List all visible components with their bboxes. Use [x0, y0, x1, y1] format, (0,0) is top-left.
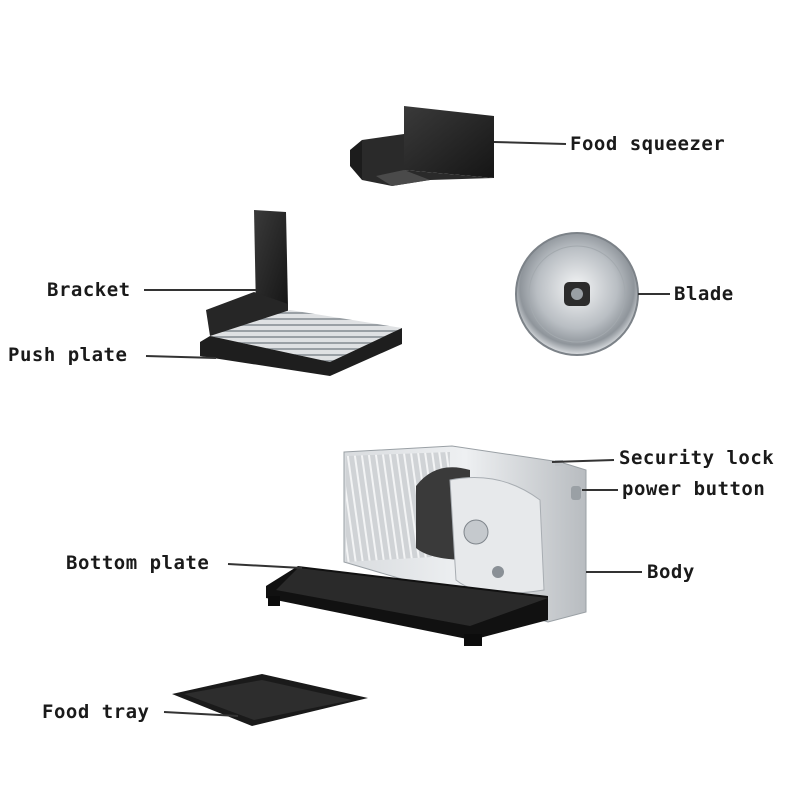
leader-lines	[144, 141, 670, 717]
label-food-squeezer: Food squeezer	[570, 133, 726, 155]
label-security-lock: Security lock	[619, 447, 775, 469]
slicer-body-part	[343, 445, 587, 623]
label-body: Body	[647, 561, 695, 583]
label-bracket: Bracket	[47, 279, 131, 301]
blade-part	[515, 232, 639, 356]
food-tray-part	[172, 674, 368, 726]
bottom-plate-part	[266, 566, 548, 646]
leader-push-plate	[145, 355, 217, 359]
food-squeezer-part	[350, 106, 494, 186]
label-bottom-plate: Bottom plate	[66, 552, 210, 574]
label-blade: Blade	[674, 283, 734, 305]
label-food-tray: Food tray	[42, 701, 150, 723]
leader-food-squeezer	[493, 141, 567, 145]
leader-security-lock	[551, 459, 615, 463]
label-push-plate: Push plate	[8, 344, 128, 366]
label-power-button: power button	[622, 478, 766, 500]
push-plate-assembly	[200, 210, 402, 376]
leader-food-tray	[163, 711, 239, 717]
leader-bottom-plate	[227, 563, 303, 569]
